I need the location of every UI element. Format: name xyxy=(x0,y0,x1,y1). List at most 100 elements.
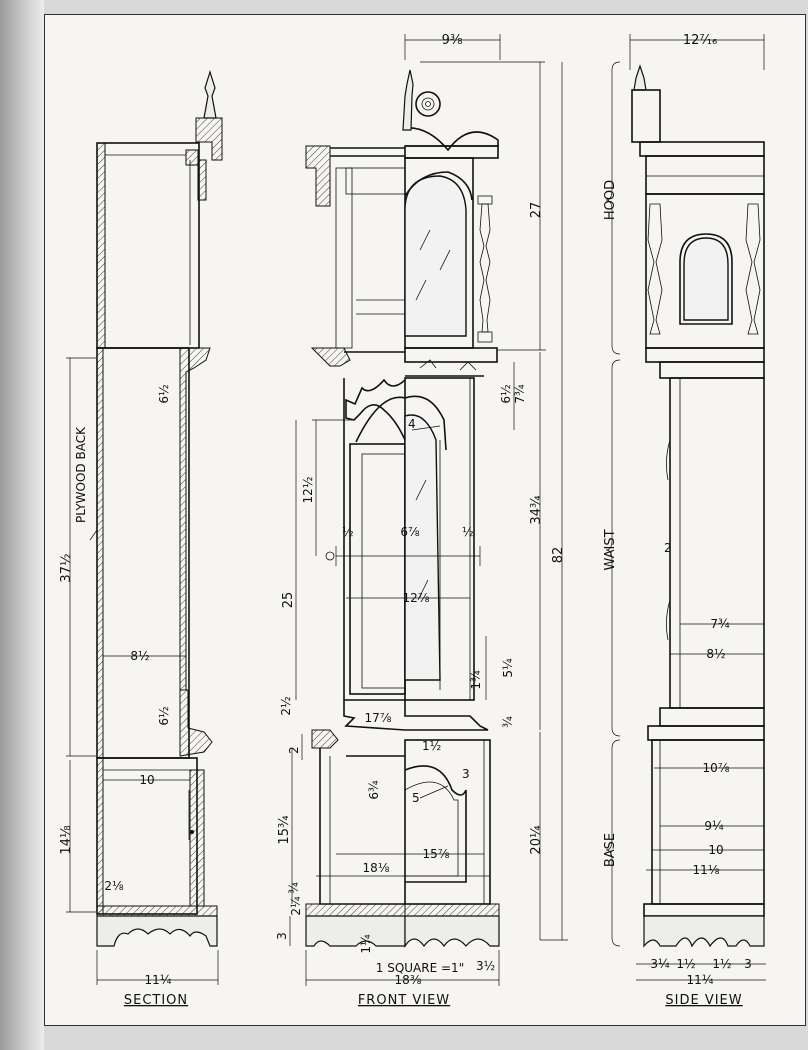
dim-h112: 1½ xyxy=(422,739,441,753)
finial-section xyxy=(203,69,217,119)
dim-foot-width: 1¼ xyxy=(359,934,373,954)
hood-cornice-right xyxy=(404,145,499,159)
svg-text:PLYWOOD BACK: PLYWOOD BACK xyxy=(74,426,88,523)
zone-base: BASE xyxy=(603,833,618,867)
base-molding-section xyxy=(96,905,218,917)
dim-base-panel-width: 15⅞ xyxy=(423,847,450,861)
waist-left-outline xyxy=(343,378,405,701)
dim-side-base: 10 xyxy=(708,843,723,857)
base-front-board xyxy=(189,769,205,907)
plywood-back-label: PLYWOOD BACK xyxy=(74,426,98,541)
dim-section-base-height: 14⅛ xyxy=(59,825,74,855)
dim-section-foot: 2⅛ xyxy=(104,879,124,893)
waist-top-molding xyxy=(179,347,211,691)
dim-arch-height: 6½ xyxy=(499,384,513,403)
dim-door-width: 6⅞ xyxy=(400,525,420,539)
dim-base-total-height: 20¼ xyxy=(529,825,544,855)
dim-door-arch-height: 12½ xyxy=(301,477,315,504)
front-dimensions: 9⅜ 27 6½ 7¾ 34¾ 82 12½ 25 xyxy=(275,33,568,987)
hood-side-window xyxy=(683,237,729,321)
side-dimensions: 12⁷⁄₁₆ 7¾ 8½ 10⅞ 9¼ 10 11⅛ 3¼ 1½ 1½ 3 11 xyxy=(629,33,766,987)
book-gutter xyxy=(0,0,44,1050)
side-view-title: SIDE VIEW xyxy=(665,993,742,1008)
dim-small-b: ¾ xyxy=(287,882,301,894)
front-view-title: FRONT VIEW xyxy=(358,993,450,1008)
arch-door-left xyxy=(355,396,406,443)
base-right-outline xyxy=(404,739,491,905)
dim-h34: ¾ xyxy=(501,716,515,728)
zone-waist: WAIST xyxy=(603,529,618,570)
dim-r3: 3 xyxy=(462,767,470,781)
dim-lower-side: 1¾ xyxy=(469,670,483,690)
dim-side-molding: 10⅞ xyxy=(703,761,730,775)
dim-side-foot-c: 1½ xyxy=(712,957,731,971)
dim-glass-width: 12⅞ xyxy=(403,591,430,605)
dim-section-base-width: 10 xyxy=(139,773,154,787)
base-left-outline xyxy=(319,748,405,905)
dim-side-foot-b: 1½ xyxy=(676,957,695,971)
bracket-foot-section xyxy=(96,915,218,947)
dim-arch-radius: 4 xyxy=(408,417,416,431)
dim-glass-height: 25 xyxy=(281,592,296,609)
hood-crest-section xyxy=(195,117,223,161)
base-molding-right xyxy=(404,903,500,917)
waist-base-molding-side xyxy=(659,707,765,727)
zone-brackets: HOOD WAIST BASE xyxy=(603,61,621,947)
dim-section-upper-door: 6½ xyxy=(157,384,171,403)
dim-r5: 5 xyxy=(412,791,420,805)
foot-right xyxy=(404,915,500,949)
dim-section-waist-width: 8½ xyxy=(130,649,149,663)
dim-side-panel: 9¼ xyxy=(704,819,724,833)
dim-side-waist-inner: 7¾ xyxy=(710,617,730,631)
hood-cornice-cut xyxy=(305,145,331,207)
section-dimensions: 37½ 14⅛ 6½ 8½ 6½ 10 2⅛ 11¼ xyxy=(59,352,219,987)
dim-w1778: 17⅞ xyxy=(365,711,392,725)
scale-note: 1 SQUARE =1" xyxy=(376,961,464,975)
dim-arch-height-2: 7¾ xyxy=(513,384,527,404)
hood-bottom-molding-right xyxy=(404,347,498,363)
hood-side-columns xyxy=(647,203,761,335)
dim-h212: 2½ xyxy=(279,696,293,715)
waist-molding-cut xyxy=(311,729,339,749)
swan-neck-pediment xyxy=(404,127,499,152)
waist-base-molding-right xyxy=(404,700,489,731)
hood-glass xyxy=(404,175,467,337)
dim-base-height: 15¾ xyxy=(277,815,292,845)
dim-base-overall-width: 18⅜ xyxy=(395,973,422,987)
rosette xyxy=(415,91,441,117)
base-panel-right xyxy=(404,765,467,883)
dim-total-height: 82 xyxy=(551,547,566,564)
side-view: 2 12⁷⁄₁₆ 7¾ 8½ 10⅞ 9¼ xyxy=(603,33,766,1008)
dim-lower-gap: 5¼ xyxy=(501,658,515,678)
arch-door-right xyxy=(404,395,447,451)
pediment-side xyxy=(631,89,661,143)
dim-side-overall: 11¼ xyxy=(687,973,714,987)
foot-left xyxy=(305,915,406,947)
waist-door-left xyxy=(349,443,406,695)
section-view-title: SECTION xyxy=(124,993,188,1008)
dim-door-left: ½ xyxy=(342,525,354,539)
front-view: 4 9⅜ 27 6½ 7¾ 34¾ xyxy=(275,33,568,1008)
hood-back-panel xyxy=(96,142,106,349)
dim-side-base-outer: 11⅛ xyxy=(693,863,720,877)
hood-bottom-molding-cut xyxy=(310,347,351,367)
base-molding-left xyxy=(305,903,406,917)
hood-column-right xyxy=(477,195,493,343)
dim-h2: 2 xyxy=(287,746,301,754)
waist-bottom-molding xyxy=(179,689,213,757)
hood-front-molding xyxy=(197,159,207,201)
dim-base-width-inner: 18⅛ xyxy=(363,861,390,875)
hood-panel-top xyxy=(345,167,406,195)
dim-toe: 3½ xyxy=(476,959,495,973)
dim-section-total-height: 37½ xyxy=(59,553,74,582)
dim-arc: 6¾ xyxy=(367,780,381,800)
hood-cornice-side xyxy=(639,141,765,157)
cutaway-break xyxy=(345,378,406,441)
dim-side-top-width: 12⁷⁄₁₆ xyxy=(683,33,717,48)
waist-door-glass-left xyxy=(361,453,406,689)
section-view: 37½ 14⅛ 6½ 8½ 6½ 10 2⅛ 11¼ PLYWO xyxy=(59,69,223,1008)
dim-waist-height: 34¾ xyxy=(529,495,544,525)
dim-top-width: 9⅜ xyxy=(442,33,463,48)
hood-section xyxy=(96,142,200,349)
